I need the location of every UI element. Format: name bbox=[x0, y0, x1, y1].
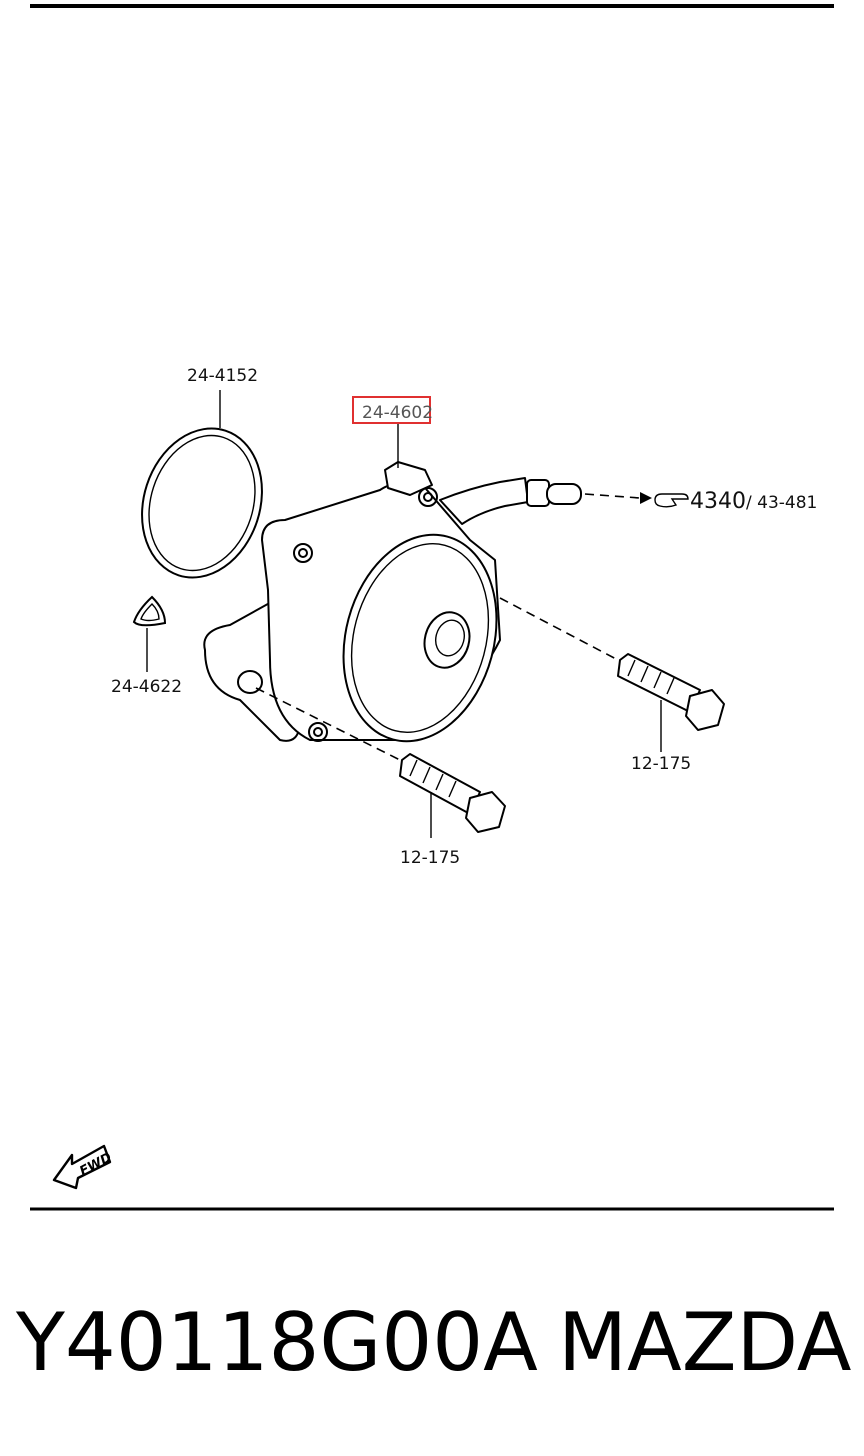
bolt-right-part bbox=[617, 653, 725, 731]
callout-oring: 24-4152 bbox=[187, 366, 258, 386]
callout-bolt-bottom: 12-175 bbox=[400, 848, 460, 868]
callout-pump: 24-4602 bbox=[362, 403, 433, 423]
callout-ref-sub: / 43-481 bbox=[746, 493, 817, 513]
ref-arrowhead bbox=[640, 492, 652, 504]
bolt-bottom-part bbox=[399, 753, 506, 833]
highlight-box bbox=[352, 396, 431, 424]
bolt-bottom-dash bbox=[255, 687, 401, 761]
pointing-hand-icon bbox=[654, 493, 689, 508]
vacuum-pump-part bbox=[203, 461, 582, 743]
callout-gasket: 24-4622 bbox=[111, 677, 182, 697]
oring-part bbox=[141, 427, 263, 579]
caption-part-number: Y40118G00A bbox=[15, 1296, 538, 1389]
bolt-right-dash bbox=[499, 597, 619, 661]
fwd-arrow-icon bbox=[52, 1144, 112, 1190]
ref-dash-line bbox=[584, 493, 641, 499]
callout-ref-main: 4340 bbox=[690, 489, 746, 514]
caption-brand: MAZDA bbox=[558, 1296, 852, 1389]
callout-bolt-right: 12-175 bbox=[631, 754, 691, 774]
gasket-part bbox=[132, 595, 167, 627]
